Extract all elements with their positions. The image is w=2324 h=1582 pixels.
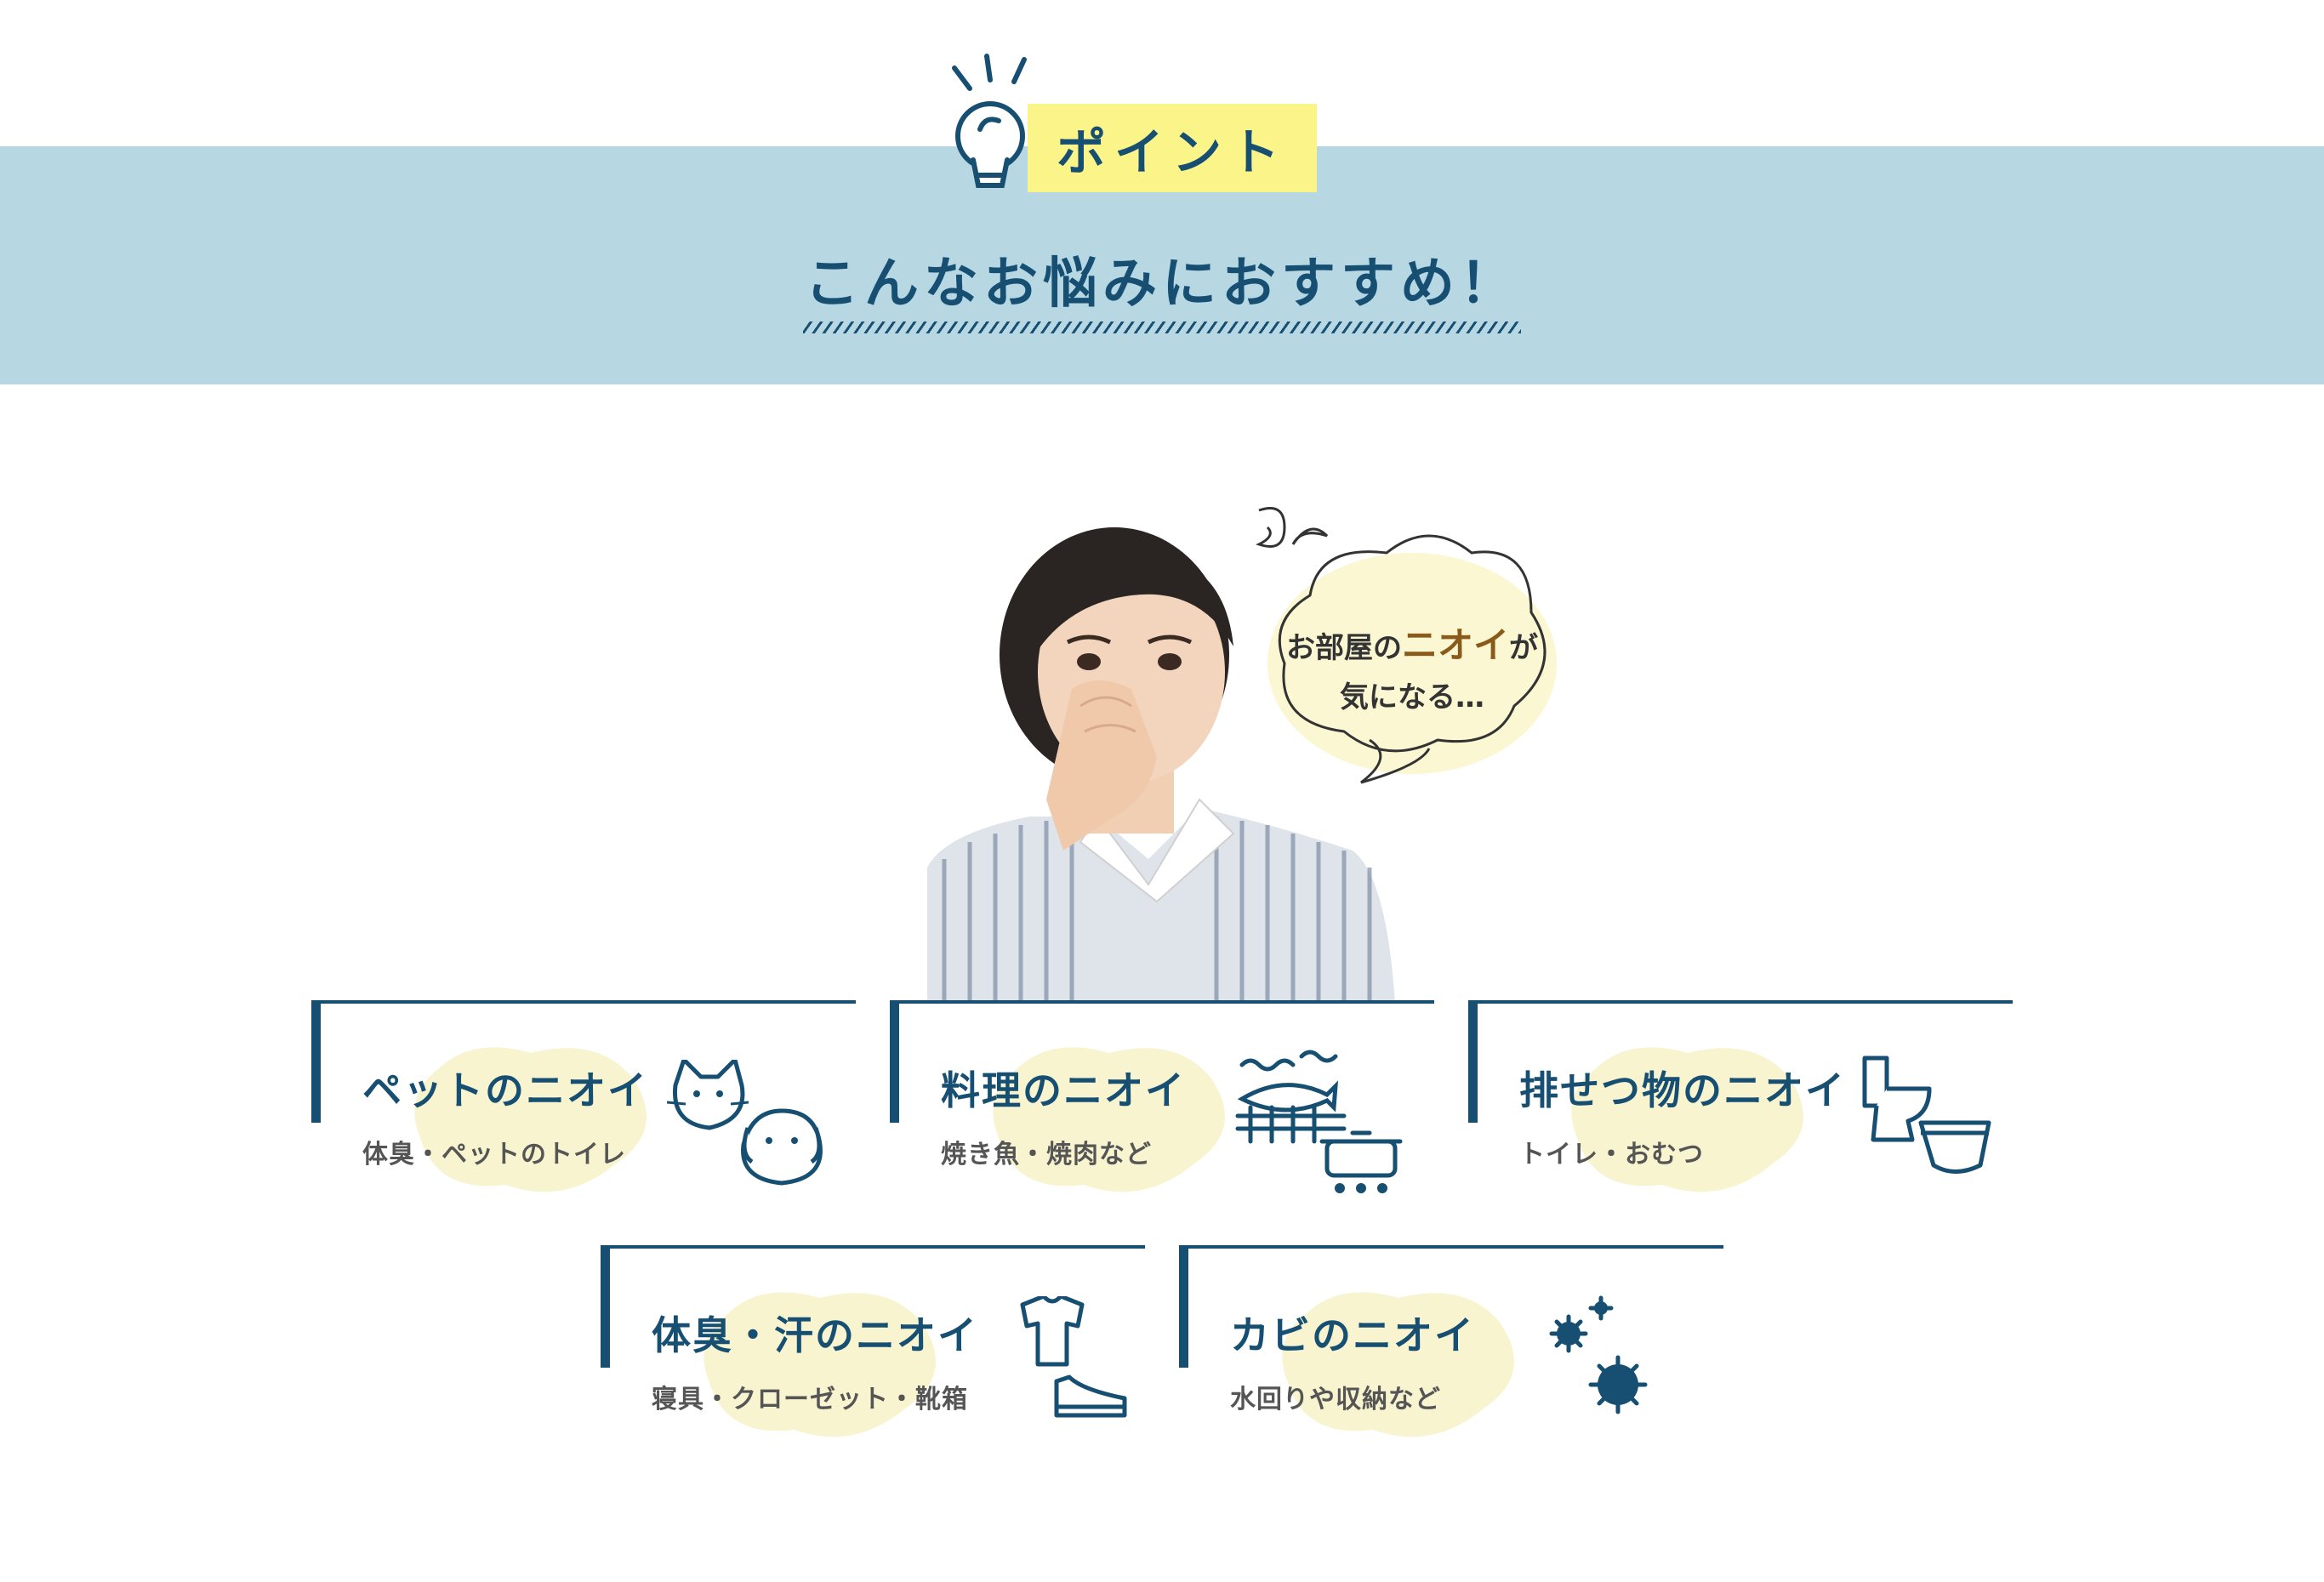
page-title: こんなお悩みにおすすめ！ xyxy=(805,253,1519,316)
bubble-line-2: 気になる… xyxy=(1340,680,1484,714)
mold-spores-icon xyxy=(1549,1295,1648,1414)
card-blob xyxy=(414,1047,647,1192)
card-rule xyxy=(1179,1245,1723,1249)
bubble-accent: ニオイ xyxy=(1401,624,1509,666)
card-title: 料理のニオイ xyxy=(941,1067,1186,1113)
card-subtitle: 焼き魚・焼肉など xyxy=(941,1140,1152,1169)
card-body-odor: 体臭・汗のニオイ 寝具・クローゼット・靴箱 xyxy=(601,1245,1145,1449)
lightbulb-icon xyxy=(952,54,1027,188)
bubble-line-1: お部屋のニオイが xyxy=(1285,624,1538,666)
card-title: 体臭・汗のニオイ xyxy=(652,1312,978,1358)
card-blob xyxy=(1282,1292,1514,1437)
card-title: 排せつ物のニオイ xyxy=(1519,1067,1846,1113)
point-badge: ポイント xyxy=(939,48,1330,209)
title-underline xyxy=(803,322,1521,333)
card-cooking: 料理のニオイ 焼き魚・焼肉など xyxy=(890,1000,1434,1204)
card-mold: カビのニオイ 水回りや収納など xyxy=(1179,1245,1723,1449)
card-rule xyxy=(311,1000,856,1004)
card-rule xyxy=(890,1000,1434,1004)
card-subtitle: 寝具・クローゼット・靴箱 xyxy=(652,1385,968,1414)
card-rule-accent xyxy=(1179,1245,1188,1368)
card-rule-accent xyxy=(311,1000,321,1123)
shirt-shoe-icon xyxy=(1020,1296,1127,1418)
thought-bubble xyxy=(1256,507,1557,784)
card-excrement: 排せつ物のニオイ トイレ・おむつ xyxy=(1468,1000,2013,1204)
card-blob xyxy=(703,1292,936,1437)
card-subtitle: トイレ・おむつ xyxy=(1519,1140,1704,1169)
woman-illustration xyxy=(927,527,1395,1004)
bubble-text: お部屋のニオイが 気になる… xyxy=(1267,621,1557,722)
card-rule-accent xyxy=(890,1000,899,1123)
card-subtitle: 体臭・ペットのトイレ xyxy=(362,1140,626,1169)
card-pet: ペットのニオイ 体臭・ペットのトイレ xyxy=(311,1000,856,1204)
card-title: カビのニオイ xyxy=(1230,1312,1475,1358)
card-blob xyxy=(993,1047,1225,1192)
card-title: ペットのニオイ xyxy=(362,1067,648,1113)
card-rule-accent xyxy=(601,1245,610,1368)
point-label: ポイント xyxy=(1028,104,1317,192)
cat-dog-icon xyxy=(667,1060,823,1186)
toilet-diaper-icon xyxy=(1862,1056,1991,1174)
card-blob xyxy=(1571,1047,1803,1192)
card-rule xyxy=(601,1245,1145,1249)
card-rule xyxy=(1468,1000,2013,1004)
card-rule-accent xyxy=(1468,1000,1478,1123)
grilled-fish-pot-icon xyxy=(1235,1050,1403,1193)
card-subtitle: 水回りや収納など xyxy=(1230,1385,1441,1414)
